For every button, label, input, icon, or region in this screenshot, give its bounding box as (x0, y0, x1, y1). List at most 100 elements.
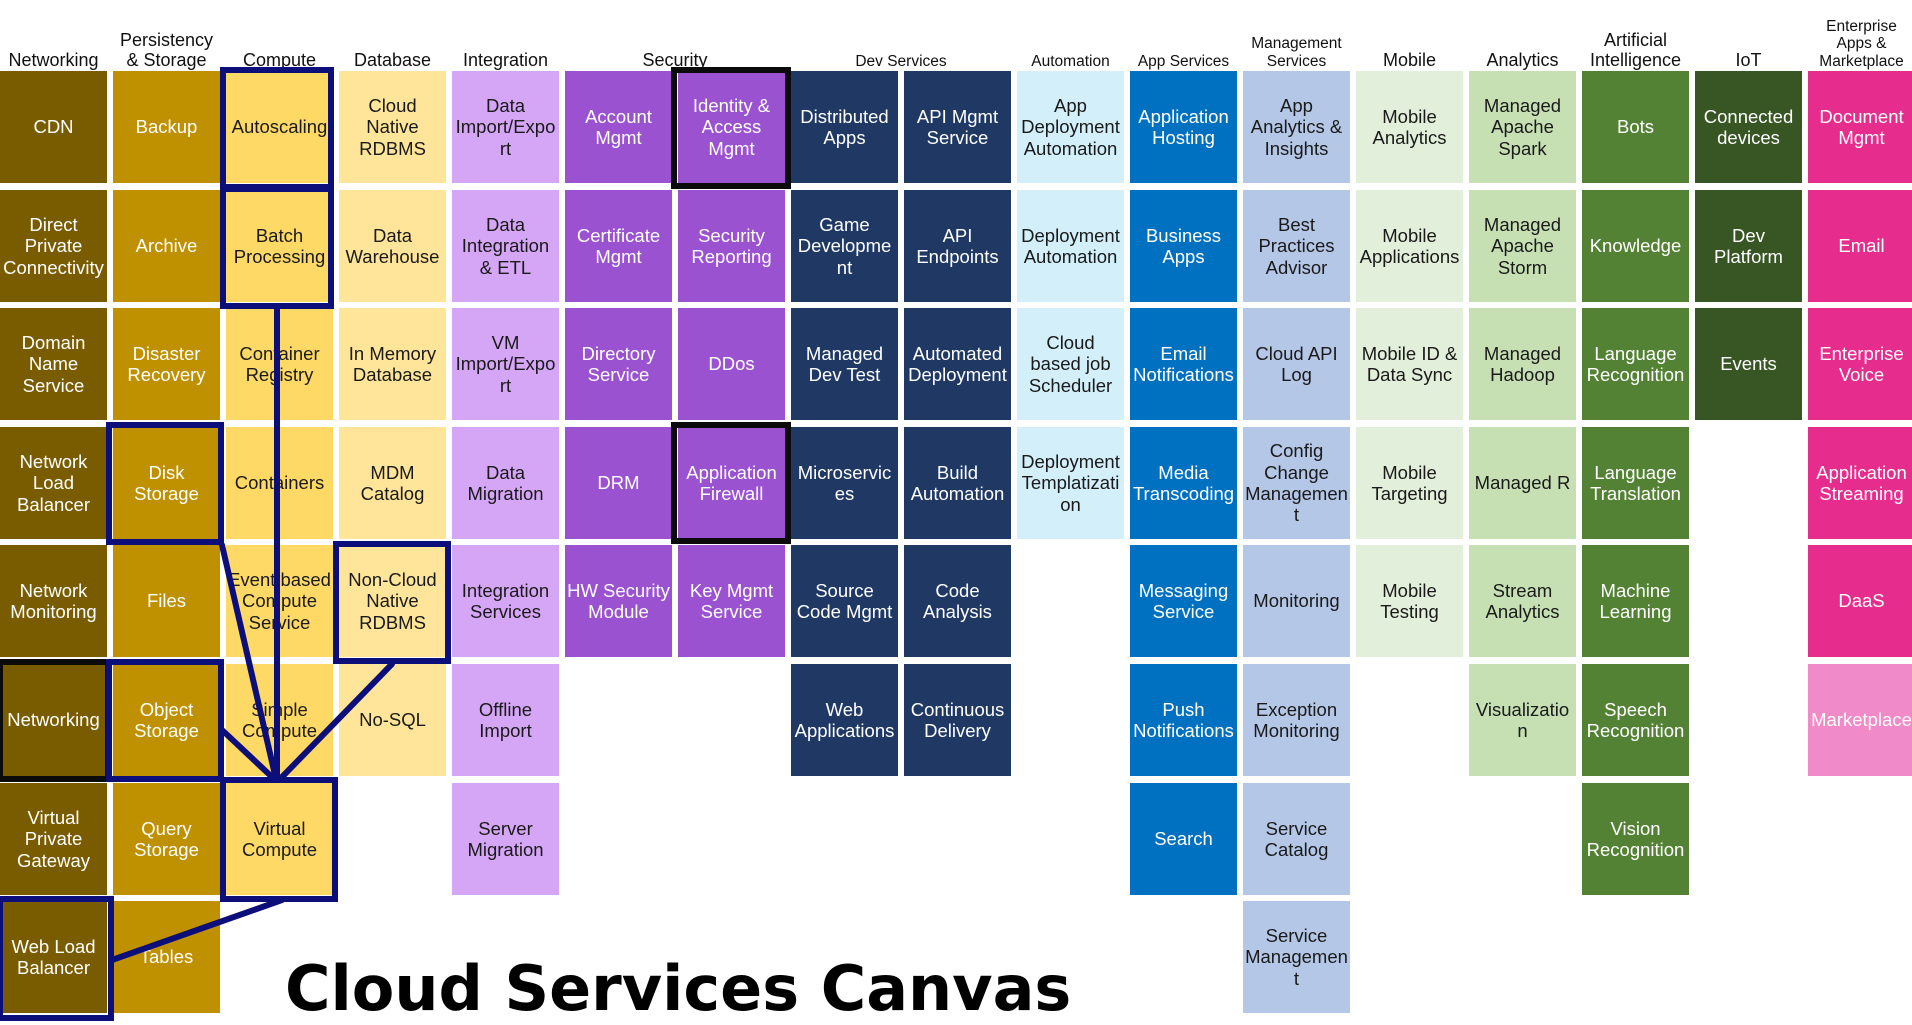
tile-microservices[interactable]: Microservices (791, 427, 898, 539)
tile-query-storage[interactable]: Query Storage (113, 783, 220, 895)
tile-document-mgmt[interactable]: Document Mgmt (1808, 71, 1912, 183)
tile-monitoring[interactable]: Monitoring (1243, 545, 1350, 657)
tile-source-code-mgmt[interactable]: Source Code Mgmt (791, 545, 898, 657)
tile-managed-hadoop[interactable]: Managed Hadoop (1469, 308, 1576, 420)
tile-cdn[interactable]: CDN (0, 71, 107, 183)
tile-search[interactable]: Search (1130, 783, 1237, 895)
tile-containers[interactable]: Containers (226, 427, 333, 539)
tile-distributed-apps[interactable]: Distributed Apps (791, 71, 898, 183)
tile-drm[interactable]: DRM (565, 427, 672, 539)
tile-directory-service[interactable]: Directory Service (565, 308, 672, 420)
tile-direct-private-connectivity[interactable]: Direct Private Connectivity (0, 190, 107, 302)
tile-continuous-delivery[interactable]: Continuous Delivery (904, 664, 1011, 776)
tile-api-endpoints[interactable]: API Endpoints (904, 190, 1011, 302)
tile-best-practices-advisor[interactable]: Best Practices Advisor (1243, 190, 1350, 302)
tile-build-automation[interactable]: Build Automation (904, 427, 1011, 539)
tile-language-recognition[interactable]: Language Recognition (1582, 308, 1689, 420)
tile-application-firewall[interactable]: Application Firewall (678, 427, 785, 539)
tile-data-integration-etl[interactable]: Data Integration & ETL (452, 190, 559, 302)
tile-mobile-analytics[interactable]: Mobile Analytics (1356, 71, 1463, 183)
tile-data-warehouse[interactable]: Data Warehouse (339, 190, 446, 302)
tile-object-storage[interactable]: Object Storage (113, 664, 220, 776)
tile-web-applications[interactable]: Web Applications (791, 664, 898, 776)
tile-account-mgmt[interactable]: Account Mgmt (565, 71, 672, 183)
tile-managed-apache-spark[interactable]: Managed Apache Spark (1469, 71, 1576, 183)
tile-automated-deployment[interactable]: Automated Deployment (904, 308, 1011, 420)
tile-hw-security-module[interactable]: HW Security Module (565, 545, 672, 657)
tile-offline-import[interactable]: Offline Import (452, 664, 559, 776)
tile-knowledge[interactable]: Knowledge (1582, 190, 1689, 302)
tile-simple-compute[interactable]: Simple Compute (226, 664, 333, 776)
tile-identity-access-mgmt[interactable]: Identity & Access Mgmt (678, 71, 785, 183)
tile-server-migration[interactable]: Server Migration (452, 783, 559, 895)
tile-language-translation[interactable]: Language Translation (1582, 427, 1689, 539)
tile-service-catalog[interactable]: Service Catalog (1243, 783, 1350, 895)
tile-vm-import-export[interactable]: VM Import/Export (452, 308, 559, 420)
tile-batch-processing[interactable]: Batch Processing (226, 190, 333, 302)
tile-network-load-balancer[interactable]: Network Load Balancer (0, 427, 107, 539)
tile-managed-apache-storm[interactable]: Managed Apache Storm (1469, 190, 1576, 302)
tile-mobile-testing[interactable]: Mobile Testing (1356, 545, 1463, 657)
tile-application-hosting[interactable]: Application Hosting (1130, 71, 1237, 183)
tile-speech-recognition[interactable]: Speech Recognition (1582, 664, 1689, 776)
tile-mdm-catalog[interactable]: MDM Catalog (339, 427, 446, 539)
tile-deployment-automation[interactable]: Deployment Automation (1017, 190, 1124, 302)
tile-messaging-service[interactable]: Messaging Service (1130, 545, 1237, 657)
tile-event-based-compute-service[interactable]: Event based Compute Service (226, 545, 333, 657)
tile-app-analytics-insights[interactable]: App Analytics & Insights (1243, 71, 1350, 183)
tile-app-deployment-automation[interactable]: App Deployment Automation (1017, 71, 1124, 183)
tile-virtual-private-gateway[interactable]: Virtual Private Gateway (0, 783, 107, 895)
tile-files[interactable]: Files (113, 545, 220, 657)
tile-managed-dev-test[interactable]: Managed Dev Test (791, 308, 898, 420)
tile-mobile-targeting[interactable]: Mobile Targeting (1356, 427, 1463, 539)
tile-events[interactable]: Events (1695, 308, 1802, 420)
tile-machine-learning[interactable]: Machine Learning (1582, 545, 1689, 657)
tile-cloud-api-log[interactable]: Cloud API Log (1243, 308, 1350, 420)
tile-managed-r[interactable]: Managed R (1469, 427, 1576, 539)
tile-daas[interactable]: DaaS (1808, 545, 1912, 657)
tile-bots[interactable]: Bots (1582, 71, 1689, 183)
tile-tables[interactable]: Tables (113, 901, 220, 1013)
tile-service-management[interactable]: Service Management (1243, 901, 1350, 1013)
tile-vision-recognition[interactable]: Vision Recognition (1582, 783, 1689, 895)
tile-key-mgmt-service[interactable]: Key Mgmt Service (678, 545, 785, 657)
tile-ddos[interactable]: DDos (678, 308, 785, 420)
tile-cloud-native-rdbms[interactable]: Cloud Native RDBMS (339, 71, 446, 183)
tile-in-memory-database[interactable]: In Memory Database (339, 308, 446, 420)
tile-media-transcoding[interactable]: Media Transcoding (1130, 427, 1237, 539)
tile-api-mgmt-service[interactable]: API Mgmt Service (904, 71, 1011, 183)
tile-networking[interactable]: Networking (0, 664, 107, 776)
tile-disaster-recovery[interactable]: Disaster Recovery (113, 308, 220, 420)
tile-email-notifications[interactable]: Email Notifications (1130, 308, 1237, 420)
tile-domain-name-service[interactable]: Domain Name Service (0, 308, 107, 420)
tile-business-apps[interactable]: Business Apps (1130, 190, 1237, 302)
tile-code-analysis[interactable]: Code Analysis (904, 545, 1011, 657)
tile-push-notifications[interactable]: Push Notifications (1130, 664, 1237, 776)
tile-cloud-based-job-scheduler[interactable]: Cloud based job Scheduler (1017, 308, 1124, 420)
tile-container-registry[interactable]: Container Registry (226, 308, 333, 420)
tile-config-change-management[interactable]: Config Change Management (1243, 427, 1350, 539)
tile-stream-analytics[interactable]: Stream Analytics (1469, 545, 1576, 657)
tile-email[interactable]: Email (1808, 190, 1912, 302)
tile-backup[interactable]: Backup (113, 71, 220, 183)
tile-security-reporting[interactable]: Security Reporting (678, 190, 785, 302)
tile-integration-services[interactable]: Integration Services (452, 545, 559, 657)
tile-autoscaling[interactable]: Autoscaling (226, 71, 333, 183)
tile-data-migration[interactable]: Data Migration (452, 427, 559, 539)
tile-virtual-compute[interactable]: Virtual Compute (226, 783, 333, 895)
tile-deployment-templatization[interactable]: Deployment Templatization (1017, 427, 1124, 539)
tile-archive[interactable]: Archive (113, 190, 220, 302)
tile-mobile-applications[interactable]: Mobile Applications (1356, 190, 1463, 302)
tile-connected-devices[interactable]: Connected devices (1695, 71, 1802, 183)
tile-network-monitoring[interactable]: Network Monitoring (0, 545, 107, 657)
tile-marketplace[interactable]: Marketplace (1808, 664, 1912, 776)
tile-application-streaming[interactable]: Application Streaming (1808, 427, 1912, 539)
tile-certificate-mgmt[interactable]: Certificate Mgmt (565, 190, 672, 302)
tile-data-import-export[interactable]: Data Import/Export (452, 71, 559, 183)
tile-visualization[interactable]: Visualization (1469, 664, 1576, 776)
tile-disk-storage[interactable]: Disk Storage (113, 427, 220, 539)
tile-non-cloud-native-rdbms[interactable]: Non-Cloud Native RDBMS (339, 545, 446, 657)
tile-web-load-balancer[interactable]: Web Load Balancer (0, 901, 107, 1013)
tile-enterprise-voice[interactable]: Enterprise Voice (1808, 308, 1912, 420)
tile-dev-platform[interactable]: Dev Platform (1695, 190, 1802, 302)
